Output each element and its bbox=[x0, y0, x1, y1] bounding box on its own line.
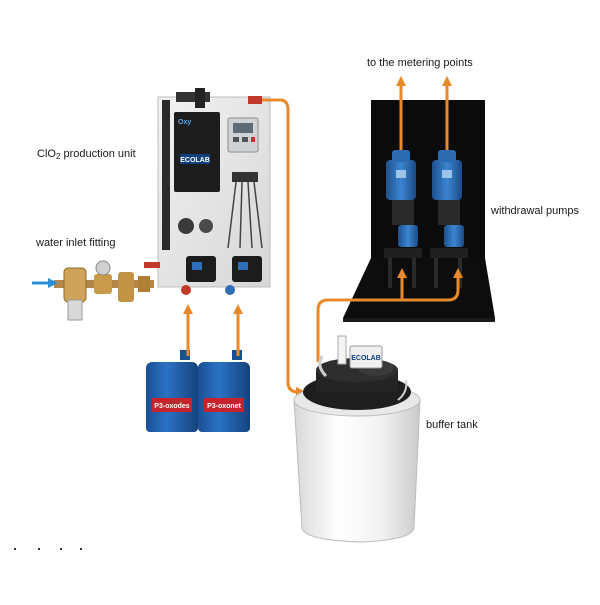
canister-right-arrow bbox=[233, 304, 243, 356]
buffer-tank-label: buffer tank bbox=[426, 419, 478, 431]
metering-points-label: to the metering points bbox=[367, 57, 473, 69]
canister-right-label: P3-oxonet bbox=[207, 403, 242, 410]
water-inlet-fitting bbox=[54, 260, 160, 321]
withdrawal-pumps-label: withdrawal pumps bbox=[491, 205, 580, 217]
withdrawal-pump-left bbox=[384, 150, 422, 288]
corner-marks bbox=[14, 548, 82, 550]
production-unit-label: ClO2 production unit bbox=[37, 148, 136, 161]
canister-right: P3-oxonet bbox=[198, 350, 250, 432]
panel-product-label: Oxy bbox=[178, 119, 191, 126]
metering-arrow-left bbox=[396, 76, 406, 150]
production-unit-panel: ECOLAB Oxy bbox=[157, 88, 271, 295]
water-inlet-label: water inlet fitting bbox=[36, 237, 116, 249]
buffer-tank: ECOLAB bbox=[293, 335, 421, 543]
pipe-unit-to-tank bbox=[262, 98, 300, 394]
pipe-tank-to-pumps bbox=[316, 276, 460, 362]
canister-left: P3-oxodes bbox=[146, 350, 198, 432]
metering-arrow-right bbox=[442, 76, 452, 150]
cabinet-logo-plate bbox=[180, 154, 210, 164]
withdrawal-pump-right bbox=[430, 150, 468, 288]
pump-left-inlet-arrowhead bbox=[397, 268, 407, 278]
inlet-arrow bbox=[32, 278, 58, 288]
canister-left-label: P3-oxodes bbox=[154, 403, 190, 410]
tank-brand-label: ECOLAB bbox=[351, 355, 381, 362]
panel-brand-label: ECOLAB bbox=[180, 157, 210, 164]
canister-left-arrow bbox=[183, 304, 193, 356]
pump-backdrop bbox=[343, 100, 495, 322]
pump-right-inlet-arrowhead bbox=[453, 268, 463, 278]
